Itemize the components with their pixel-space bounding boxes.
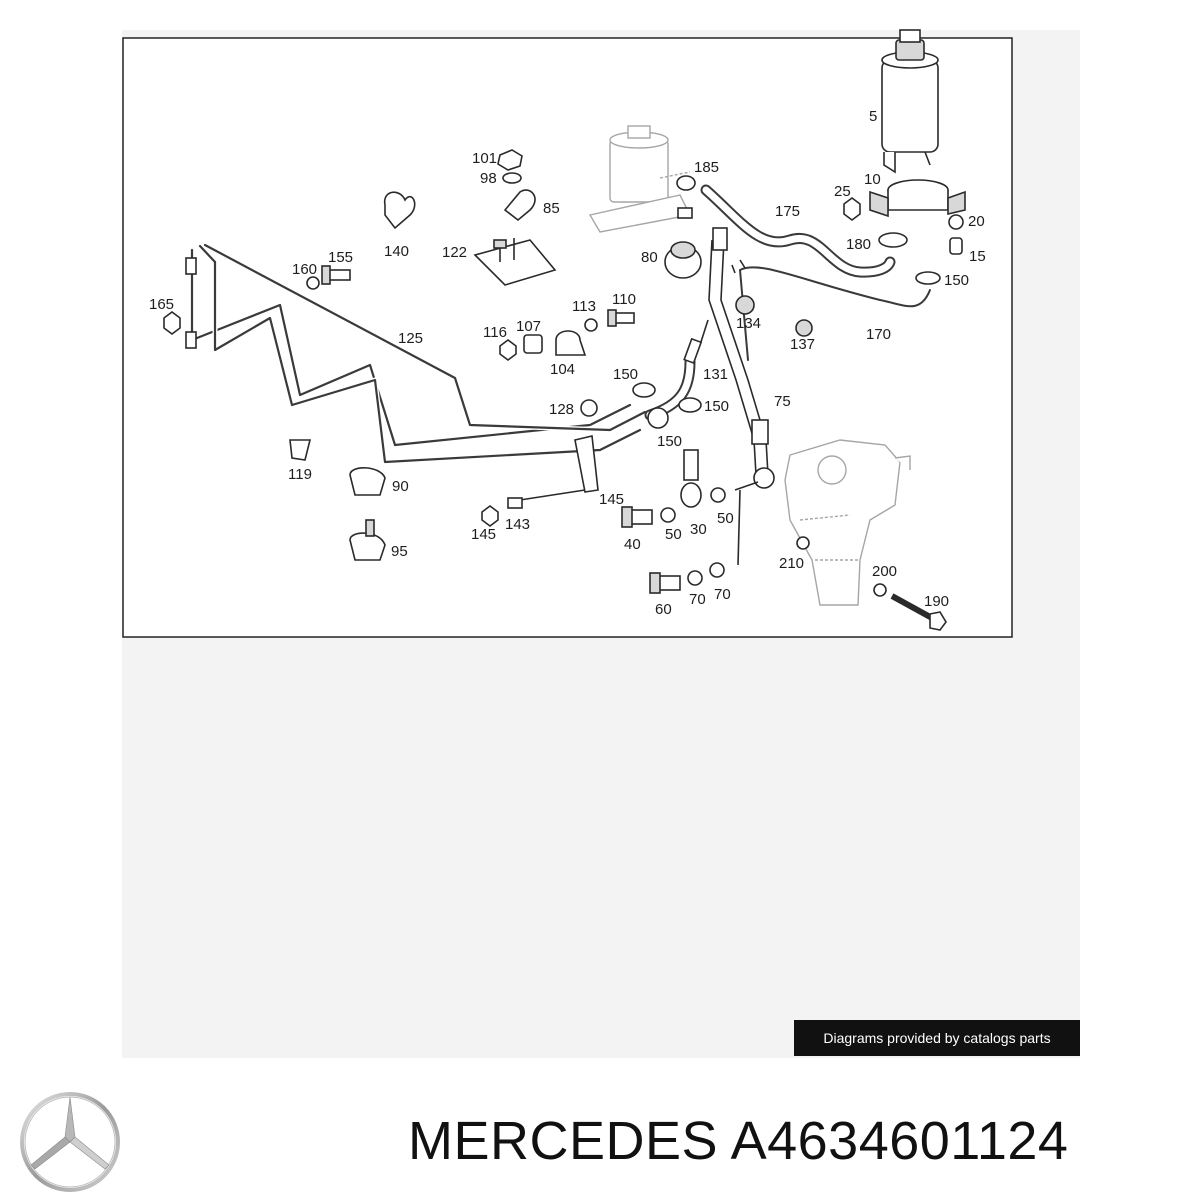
callout-label: 30 xyxy=(690,521,707,538)
callout-label: 155 xyxy=(328,249,353,266)
callout-label: 70 xyxy=(714,586,731,603)
callout-label: 145 xyxy=(471,526,496,543)
pipe-bracket xyxy=(574,435,599,493)
brand-name: MERCEDES xyxy=(408,1111,719,1171)
callout-label: 20 xyxy=(968,213,985,230)
mercedes-star-icon xyxy=(20,1092,120,1192)
part-number: A4634601124 xyxy=(730,1111,1069,1171)
callout-label: 150 xyxy=(944,272,969,289)
callout-label: 131 xyxy=(703,366,728,383)
callout-label: 145 xyxy=(599,491,624,508)
callout-label: 175 xyxy=(775,203,800,220)
pump-outline xyxy=(588,125,692,233)
callout-label: 134 xyxy=(736,315,761,332)
part-title: MERCEDES A4634601124 xyxy=(408,1110,1068,1172)
callout-label: 185 xyxy=(694,159,719,176)
callout-label: 170 xyxy=(866,326,891,343)
callout-label: 128 xyxy=(549,401,574,418)
pipe-170 xyxy=(731,259,935,365)
callout-label: 150 xyxy=(657,433,682,450)
callout-label: 180 xyxy=(846,236,871,253)
callout-label: 116 xyxy=(483,324,507,341)
callout-label: 101 xyxy=(472,150,497,167)
callout-labels: 5 10 15 20 25 30 40 50 50 60 70 70 75 80… xyxy=(149,108,986,618)
hose-175 xyxy=(700,184,896,278)
callout-label: 113 xyxy=(572,298,596,315)
callout-label: 160 xyxy=(292,261,317,278)
callout-label: 122 xyxy=(442,244,467,261)
small-parts xyxy=(163,149,964,631)
callout-label: 80 xyxy=(641,249,658,266)
diagram-art xyxy=(163,29,966,631)
callout-label: 40 xyxy=(624,536,641,553)
callout-label: 165 xyxy=(149,296,174,313)
callout-label: 95 xyxy=(391,543,408,560)
callout-label: 10 xyxy=(864,171,881,188)
callout-label: 60 xyxy=(655,601,672,618)
frame-pipes xyxy=(185,242,648,465)
callout-label: 98 xyxy=(480,170,497,187)
callout-label: 137 xyxy=(790,336,815,353)
callout-label: 143 xyxy=(505,516,530,533)
callout-label: 50 xyxy=(665,526,682,543)
callout-label: 25 xyxy=(834,183,851,200)
reservoir-5 xyxy=(881,29,939,174)
callout-label: 119 xyxy=(288,466,312,483)
callout-label: 150 xyxy=(704,398,729,415)
pipe-75 xyxy=(708,227,769,480)
callout-label: 200 xyxy=(872,563,897,580)
callout-label: 140 xyxy=(384,243,409,260)
callout-label: 125 xyxy=(398,330,423,347)
parts-diagram: 5 10 15 20 25 30 40 50 50 60 70 70 75 80… xyxy=(122,29,1080,1058)
callout-label: 75 xyxy=(774,393,791,410)
attribution-text: Diagrams provided by catalogs parts xyxy=(823,1030,1051,1046)
callout-label: 5 xyxy=(869,108,877,125)
callout-label: 85 xyxy=(543,200,560,217)
callout-label: 190 xyxy=(924,593,949,610)
callout-label: 107 xyxy=(516,318,541,335)
callout-label: 210 xyxy=(779,555,804,572)
callout-label: 110 xyxy=(612,291,636,308)
bracket-10 xyxy=(869,179,966,218)
attribution-badge: Diagrams provided by catalogs parts xyxy=(794,1020,1080,1056)
callout-label: 15 xyxy=(969,248,986,265)
callout-label: 50 xyxy=(717,510,734,527)
callout-label: 104 xyxy=(550,361,575,378)
callout-label: 90 xyxy=(392,478,409,495)
callout-label: 70 xyxy=(689,591,706,608)
callout-label: 150 xyxy=(613,366,638,383)
steering-gear-outline xyxy=(784,439,911,606)
